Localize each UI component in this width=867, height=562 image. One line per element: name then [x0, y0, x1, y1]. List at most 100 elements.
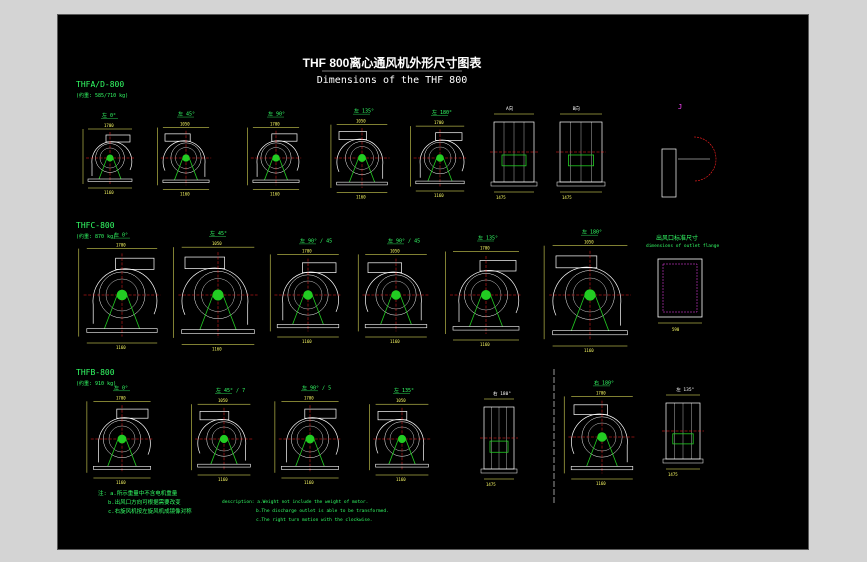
- support-frame: [174, 157, 198, 181]
- row-2-series-label: THFC-800: [76, 221, 115, 230]
- motor-hub-icon: [397, 434, 407, 444]
- support-frame: [210, 438, 238, 465]
- detail-arc: [693, 136, 717, 182]
- motor-hub-icon: [436, 154, 444, 162]
- motor-hub-icon: [117, 434, 127, 444]
- volute-outline: [181, 267, 249, 325]
- view-title: 左 90° / 5: [302, 384, 331, 391]
- outlet-duct: [199, 411, 230, 421]
- dim-label-bottom: 1160: [584, 348, 594, 353]
- support-frame: [295, 438, 325, 467]
- note-cn-line: b.出风口方向可根据需要改变: [108, 498, 181, 506]
- row-1-series-label: THFA/D-800: [76, 80, 124, 89]
- motor-body-icon: [489, 440, 509, 453]
- base-plate: [162, 179, 210, 183]
- flange-rect: [661, 148, 677, 198]
- dim-label-top: 1050: [212, 241, 222, 246]
- base-plate: [552, 330, 628, 336]
- dim-label-top: 1700: [434, 120, 444, 125]
- note-cn-line: c.右旋风机按左旋风机成镜像对称: [108, 507, 192, 515]
- view-title: 右 180°: [493, 390, 511, 397]
- outlet-duct: [304, 408, 337, 419]
- notes-en: description: a.Weight not include the we…: [222, 499, 389, 523]
- view-title: 左 135°: [354, 108, 374, 115]
- base-plate: [570, 466, 634, 471]
- motor-hub-icon: [219, 434, 229, 444]
- dim-label-bottom: 1475: [486, 482, 496, 487]
- dim-label-top: 1050: [396, 398, 406, 403]
- view-title: 左 135°: [676, 386, 694, 393]
- view-title: 右 180°: [594, 379, 614, 386]
- outlet-flange-inner: [662, 263, 698, 313]
- base-plate: [276, 324, 340, 329]
- side-view-r3-5: 右 180° 1475: [480, 390, 518, 487]
- view-title: 左 135°: [394, 387, 414, 394]
- outlet-duct: [302, 262, 337, 273]
- view-title: 左 45° / 7: [216, 387, 245, 394]
- detail-j: J: [661, 103, 717, 198]
- support-frame: [264, 157, 288, 181]
- view-title: 左 135°: [478, 235, 498, 242]
- detail-j-marker: J: [678, 103, 682, 111]
- fan-view-r1-2: 1050 1160 左 45°: [157, 111, 212, 197]
- dim-label-bottom: 1160: [596, 481, 606, 486]
- motor-hub-icon: [481, 290, 491, 300]
- outlet-flange-view: 590: [657, 258, 703, 332]
- note-en-line: c.The right turn motion with the clockwi…: [256, 517, 373, 523]
- fan-view-r3-3: 1700 1160 左 90° / 5: [274, 384, 342, 485]
- base-plate: [197, 463, 251, 468]
- outlet-flange-outer: [657, 258, 703, 318]
- dim-label-bottom: 1160: [390, 339, 400, 344]
- fan-view-r1-4: 1050 1160 左 135°: [330, 108, 390, 200]
- support-frame: [104, 294, 140, 329]
- view-title: 左 90°: [268, 111, 285, 118]
- volute-outline: [92, 268, 158, 324]
- outlet-duct: [435, 132, 463, 141]
- dimension-sheet: THF 800离心通风机外形尺寸图表 Dimensions of the THF…: [76, 55, 719, 523]
- base-plate: [87, 178, 133, 182]
- support-frame: [380, 294, 412, 325]
- support-frame: [586, 436, 618, 467]
- motor-hub-icon: [106, 154, 114, 162]
- outlet-duct: [573, 404, 608, 415]
- dim-label-bottom: 1160: [356, 195, 366, 200]
- outlet-duct: [377, 411, 408, 421]
- view-title: 左 180°: [432, 109, 452, 116]
- base-plate: [181, 329, 255, 334]
- dim-label-top: 1700: [116, 243, 126, 248]
- dim-label-top: 1700: [304, 395, 314, 400]
- dim-label-bottom: 1160: [218, 477, 228, 482]
- base-plate: [86, 328, 158, 333]
- view-title: 左 45°: [178, 111, 195, 118]
- dim-label-bottom: 1160: [116, 480, 126, 485]
- motor-hub-icon: [182, 154, 190, 162]
- motor-hub-icon: [303, 290, 313, 300]
- dim-label-top: 1050: [180, 122, 190, 127]
- view-title: 左 0°: [114, 384, 128, 391]
- volute-outline: [365, 271, 422, 321]
- dim-label-top: 1700: [480, 246, 490, 251]
- view-title: 左 0°: [114, 232, 128, 239]
- drawing-frame: THF 800离心通风机外形尺寸图表 Dimensions of the THF…: [57, 14, 809, 550]
- view-title: 左 180°: [582, 229, 602, 236]
- volute-outline: [458, 270, 520, 322]
- outlet-duct: [338, 131, 367, 140]
- dim-label-bottom: 1160: [396, 477, 406, 482]
- outlet-duct: [271, 133, 298, 142]
- note-cn-line: 注: a.所示重量中不含电机重量: [98, 489, 178, 497]
- notes-cn: 注: a.所示重量中不含电机重量b.出风口方向可根据需要改变c.右旋风机按左旋风…: [98, 489, 192, 515]
- view-title: 左 90° / 45: [388, 237, 420, 244]
- dim-label-top: 1050: [356, 119, 366, 124]
- support-frame: [348, 157, 376, 183]
- dim-label-bottom: 1160: [180, 192, 190, 197]
- dim-label-bottom: 1160: [304, 480, 314, 485]
- support-frame: [570, 294, 610, 331]
- motor-hub-icon: [212, 289, 224, 301]
- support-frame: [427, 157, 453, 182]
